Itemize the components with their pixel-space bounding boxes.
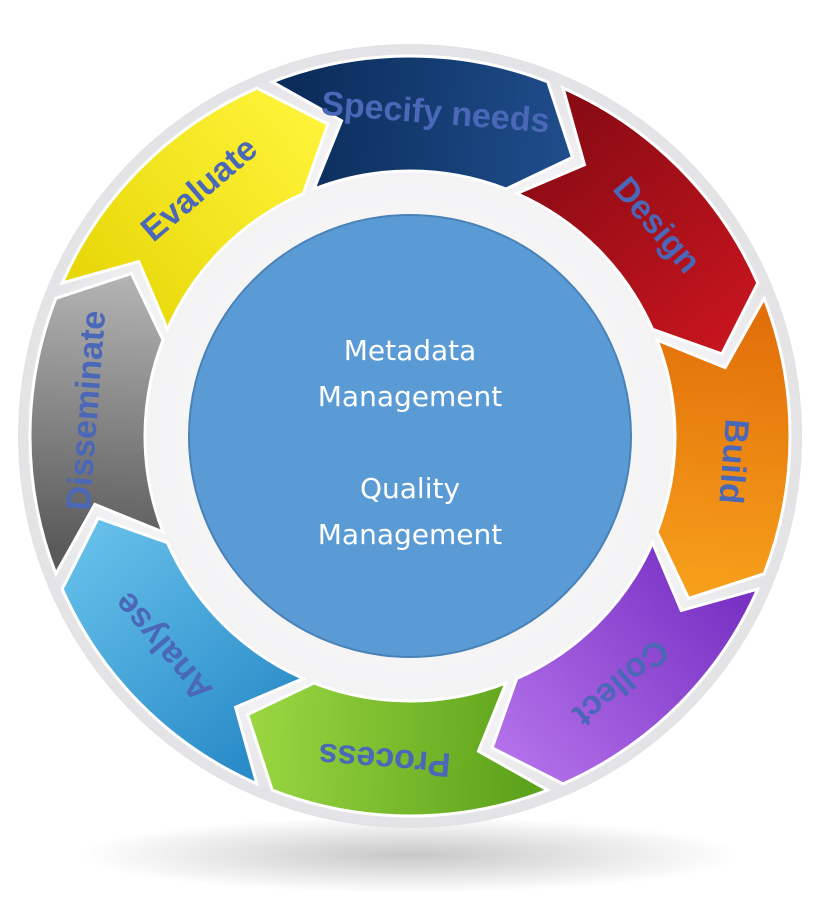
segment-process [245, 680, 552, 818]
segment-build [654, 294, 792, 601]
center-circle [188, 214, 632, 658]
segments: Specify needsDesignBuildCollectProcessAn… [28, 54, 792, 818]
segment-evaluate [59, 86, 330, 334]
center-metadata-line2: Management [318, 380, 502, 413]
drop-shadow [80, 817, 740, 893]
center-metadata-line1: Metadata [344, 334, 477, 367]
center-quality-line2: Management [318, 518, 502, 551]
segment-specify-needs [268, 54, 575, 192]
center-quality-line1: Quality [360, 472, 460, 505]
segment-collect [490, 538, 761, 786]
segment-disseminate [28, 271, 166, 578]
segment-label-build: Build [711, 418, 756, 506]
segment-analyse [60, 516, 308, 787]
segment-design [512, 85, 760, 356]
